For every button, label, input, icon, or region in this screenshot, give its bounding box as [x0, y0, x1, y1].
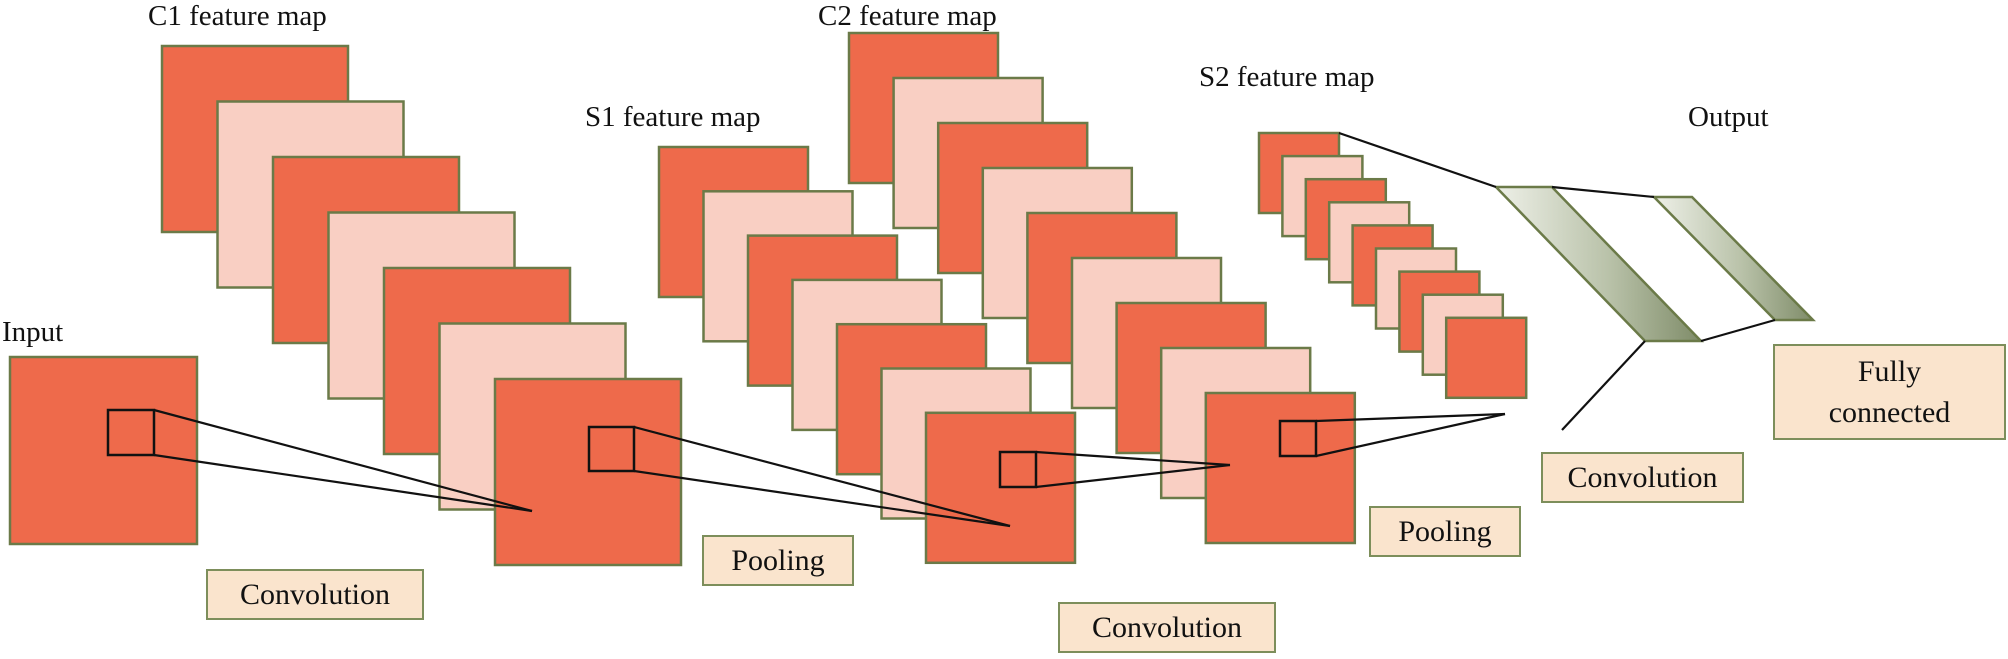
c2-heading: C2 feature map: [818, 0, 997, 32]
c1-proj-bottom: [633, 469, 1011, 528]
c2-proj-bottom: [1315, 412, 1506, 458]
convolution-label-2: Convolution: [1058, 602, 1276, 653]
s1-proj-top: [1035, 450, 1231, 467]
s2-map-9: [1444, 316, 1528, 400]
s1-heading: S1 feature map: [585, 101, 761, 133]
s1-proj-bottom: [1035, 463, 1231, 489]
input-map: [8, 355, 199, 546]
convolution-label-3: Convolution: [1541, 452, 1744, 503]
convolution-label-1: Convolution: [206, 569, 424, 620]
input-proj-bottom: [153, 453, 533, 513]
pooling-label-2: Pooling: [1369, 506, 1521, 557]
s2-heading: S2 feature map: [1199, 61, 1375, 93]
c2-kernel-square: [1278, 419, 1318, 458]
fc-link-bottom: [1700, 318, 1776, 343]
c2-proj-top: [1315, 412, 1506, 423]
output-heading: Output: [1688, 101, 1769, 133]
c2-map-9: [1204, 391, 1357, 545]
input-heading: Input: [2, 316, 64, 348]
input-proj-top: [153, 408, 533, 513]
fc-layer-2: [1651, 195, 1816, 322]
s1-kernel-square: [998, 450, 1038, 489]
fc-link-top: [1551, 185, 1655, 199]
s1-map-7: [924, 411, 1077, 565]
input-kernel-square: [106, 408, 156, 457]
s2-to-fc-top: [1338, 131, 1497, 189]
c1-heading: C1 feature map: [148, 0, 327, 32]
c1-proj-top: [633, 425, 1011, 528]
fully-connected-label: Fully connected: [1773, 344, 2006, 440]
pooling-label-1: Pooling: [702, 535, 854, 586]
c1-kernel-square: [587, 425, 636, 473]
s2-to-fc-bottom: [1561, 340, 1646, 431]
